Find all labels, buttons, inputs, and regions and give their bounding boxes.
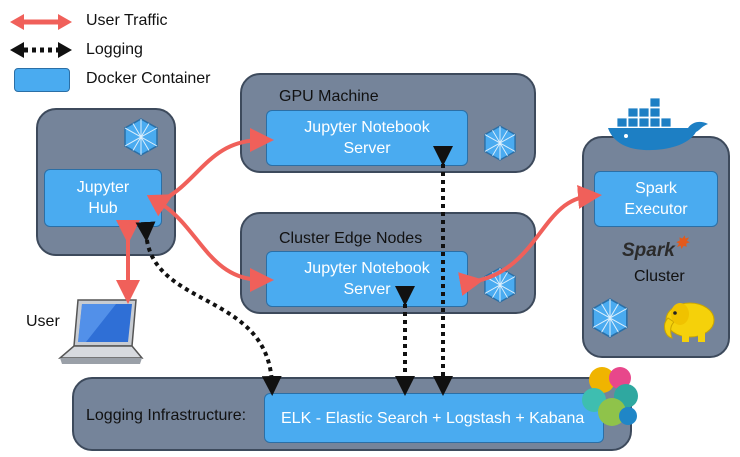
edge-notebook-label: Jupyter Notebook Server bbox=[304, 260, 430, 298]
gpu-notebook-label: Jupyter Notebook Server bbox=[304, 119, 430, 157]
legend-logging: Logging bbox=[86, 41, 143, 58]
logging-legend-arrow bbox=[10, 42, 72, 58]
logging-infrastructure-label: Logging Infrastructure: bbox=[86, 407, 247, 424]
cluster-label: Cluster bbox=[634, 268, 685, 285]
user-label: User bbox=[26, 313, 60, 330]
gpu-machine-label: GPU Machine bbox=[279, 88, 379, 105]
kubernetes-hex-icon bbox=[484, 125, 516, 161]
hub-to-elk-logging bbox=[135, 221, 282, 396]
elk-label: ELK - Elastic Search + Logstash + Kabana bbox=[281, 409, 585, 427]
user-traffic-legend-arrow bbox=[10, 14, 72, 30]
jupyter-hub-label: Jupyter Hub bbox=[76, 179, 130, 217]
legend-user-traffic: User Traffic bbox=[86, 12, 168, 29]
elk-box[interactable]: ELK - Elastic Search + Logstash + Kabana bbox=[264, 393, 604, 443]
cluster-edge-label: Cluster Edge Nodes bbox=[279, 230, 423, 247]
legend-docker-container: Docker Container bbox=[86, 70, 211, 87]
kubernetes-hex-icon bbox=[592, 298, 628, 338]
spark-logo: Spark✸ bbox=[622, 235, 689, 261]
hadoop-elephant-icon bbox=[664, 302, 715, 342]
elastic-logo bbox=[582, 367, 638, 426]
hub-to-gpu-notebook-traffic bbox=[146, 128, 274, 217]
docker-container-swatch bbox=[14, 68, 70, 92]
spark-executor-box[interactable]: Spark Executor bbox=[594, 171, 718, 227]
hub-to-edge-notebook-traffic bbox=[161, 203, 274, 292]
spark-executor-label: Spark Executor bbox=[624, 180, 688, 218]
docker-whale-icon bbox=[608, 97, 708, 151]
edge-notebook-to-spark-traffic bbox=[458, 185, 602, 296]
